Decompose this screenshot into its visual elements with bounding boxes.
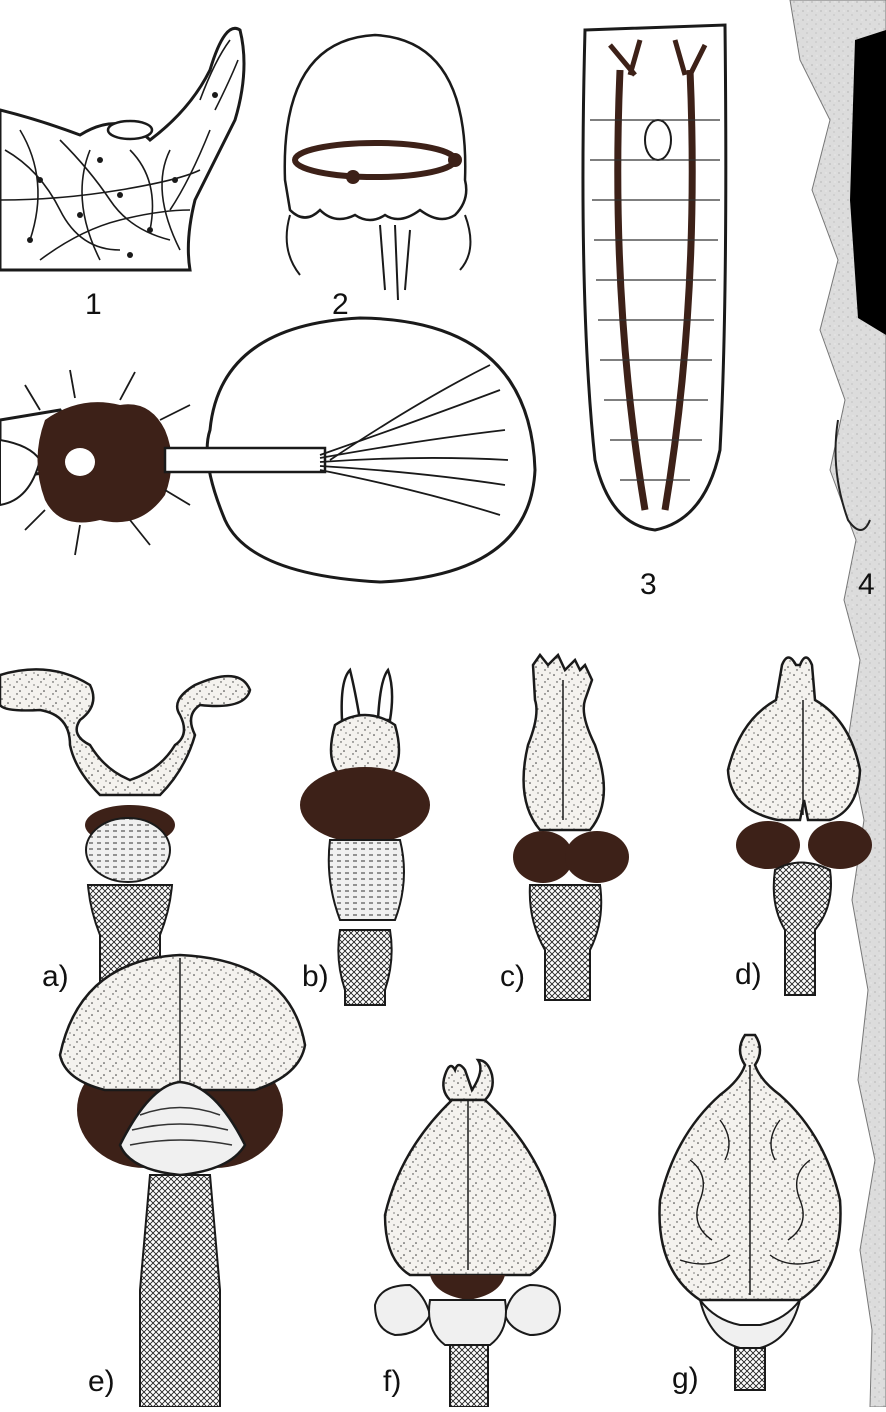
label-brain-g: g) [672, 1362, 699, 1396]
label-brain-a: a) [42, 960, 69, 994]
jellyfish-nerve-ring [285, 35, 471, 300]
label-brain-c: c) [500, 960, 525, 994]
label-figure-1: 1 [85, 288, 102, 322]
brain-mammal-g [660, 1035, 841, 1390]
hydra-nerve-net [0, 28, 244, 270]
label-figure-3: 3 [640, 568, 657, 602]
label-brain-d: d) [735, 958, 762, 992]
label-brain-f: f) [383, 1365, 401, 1399]
brain-mammal-f [375, 1060, 560, 1407]
label-brain-b: b) [302, 960, 329, 994]
insect-head-nervous-system [0, 318, 535, 582]
label-brain-e: e) [88, 1365, 115, 1399]
brain-bird [728, 658, 872, 996]
brain-fish [0, 669, 250, 1000]
label-figure-2: 2 [332, 288, 349, 322]
brain-reptile [513, 655, 629, 1000]
brain-amphibian [300, 670, 430, 1005]
planarian-nervous-system [583, 25, 726, 530]
label-figure-4: 4 [858, 568, 875, 602]
brain-mammal-e [60, 955, 305, 1407]
